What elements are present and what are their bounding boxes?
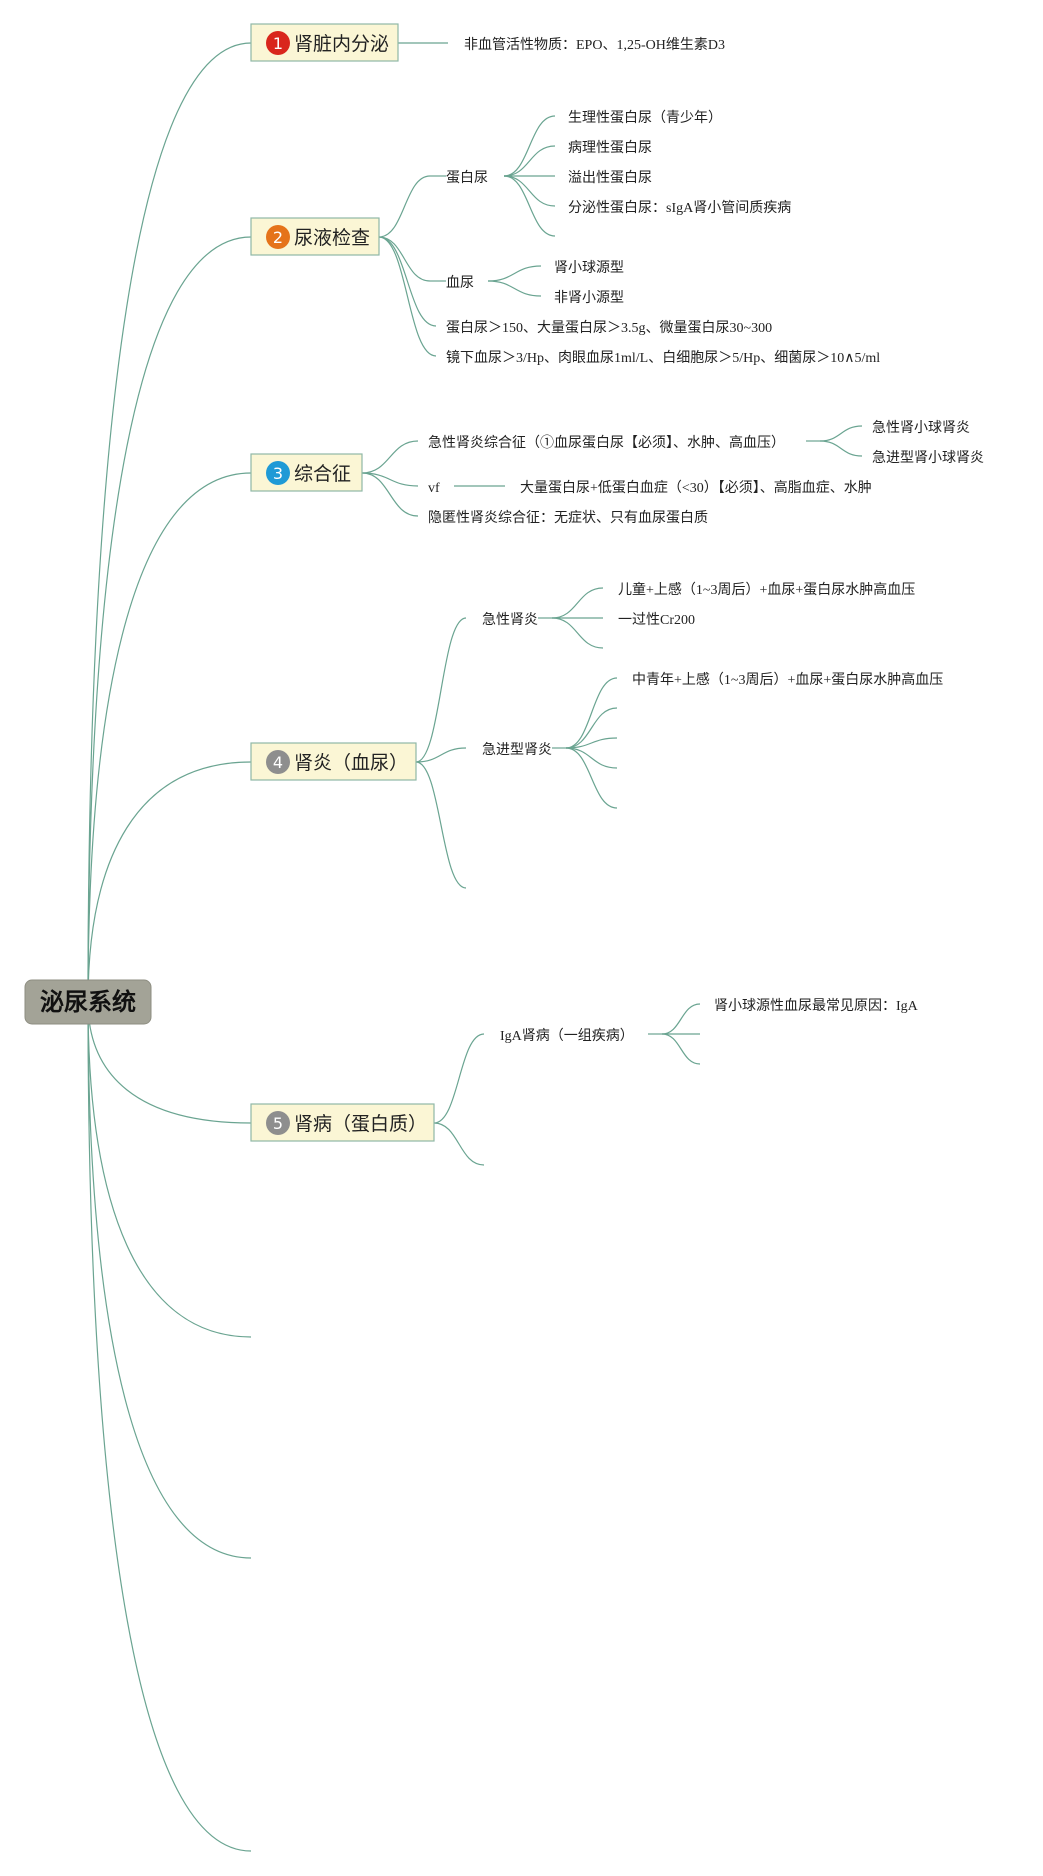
connector-line-30 [415,747,467,763]
connector-line-13 [378,236,437,327]
branch-node-4[interactable]: 4 肾炎（血尿） [250,742,417,781]
connector-line-20 [487,265,542,282]
leaf-4-2: 急进型肾炎 [482,742,552,758]
connector-line-45 [661,1003,701,1035]
number-badge-5-text: 5 [273,1114,283,1133]
connector-line-26 [819,425,863,442]
connector-line-38 [565,707,618,749]
root-node[interactable]: 泌尿系统 [24,979,152,1025]
connector-line-3 [87,761,252,1003]
connector-lines [87,42,863,1852]
number-badge-4-text: 4 [273,753,283,772]
leaf-2-1-2: 病理性蛋白尿 [568,140,652,156]
connector-line-23 [361,472,419,487]
connector-line-16 [503,145,556,177]
number-badge-3-text: 3 [273,464,283,483]
branch-node-3[interactable]: 3 综合征 [250,453,363,492]
leaf-2-1-3: 溢出性蛋白尿 [568,170,652,186]
leaf-2-2-1: 肾小球源型 [554,260,624,276]
branch-label-2: 尿液检查 [294,227,370,249]
leaf-3-2-1: 大量蛋白尿+低蛋白血症（<30）【必须】、高脂血症、水肿 [520,479,872,496]
branch-label-1: 肾脏内分泌 [294,33,389,55]
root-label: 泌尿系统 [40,988,136,1016]
connector-line-6 [87,1001,252,1559]
connector-line-47 [661,1033,701,1065]
connector-line-0 [87,42,252,1003]
connector-line-9 [378,175,431,238]
connector-line-2 [87,472,252,1003]
connector-line-7 [87,1001,252,1852]
number-badge-4 [266,750,290,774]
connector-line-42 [433,1033,485,1124]
leaf-2-4: 镜下血尿＞3/Hp、肉眼血尿1ml/L、白细胞尿＞5/Hp、细菌尿＞10∧5/m… [446,350,880,366]
leaf-5-1: IgA肾病（一组疾病） [500,1028,634,1044]
leaf-4-2-1: 中青年+上感（1~3周后）+血尿+蛋白尿水肿高血压 [632,671,943,688]
leaf-3-1-1: 急性肾小球肾炎 [872,420,970,436]
connector-line-31 [415,761,467,889]
connector-line-4 [87,1001,252,1124]
number-badge-2-text: 2 [273,228,283,247]
leaf-3-1: 急性肾炎综合征（①血尿蛋白尿【必须】、水肿、高血压） [428,434,785,451]
number-badge-5 [266,1111,290,1135]
connector-line-41 [565,747,618,809]
leaf-2-hematuria: 血尿 [446,275,474,291]
connector-line-27 [819,440,863,457]
connector-line-35 [551,617,604,649]
connector-line-40 [565,747,618,769]
leaf-2-2-2: 非肾小源型 [554,290,624,306]
connector-line-29 [415,617,467,763]
leaf-3-2: vf [428,481,440,496]
connector-line-1 [87,236,252,1003]
leaf-2-proteinuria: 蛋白尿 [446,170,488,186]
leaf-3-1-2: 急进型肾小球肾炎 [872,450,984,466]
connector-line-5 [87,1001,252,1338]
branch-node-5[interactable]: 5 肾病（蛋白质） [250,1103,435,1142]
connector-line-33 [551,587,604,619]
branch-node-2[interactable]: 2 尿液检查 [250,217,380,256]
branch-node-1[interactable]: 1 肾脏内分泌 [250,23,399,62]
leaf-4-1-2: 一过性Cr200 [618,612,695,628]
connector-line-37 [565,677,618,749]
leaf-1-1: 非血管活性物质：EPO、1,25-OH维生素D3 [464,37,725,53]
connector-line-11 [378,236,431,282]
connector-line-14 [378,236,437,357]
branch-label-5: 肾病（蛋白质） [294,1113,427,1135]
connector-line-19 [503,175,556,237]
number-badge-3 [266,461,290,485]
branch-label-3: 综合征 [294,463,351,485]
connector-line-39 [565,737,618,749]
leaf-4-1: 急性肾炎 [482,612,538,628]
leaf-2-3: 蛋白尿＞150、大量蛋白尿＞3.5g、微量蛋白尿30~300 [446,320,772,336]
leaf-2-1-4: 分泌性蛋白尿：sIgA肾小管间质疾病 [568,200,791,216]
number-badge-2 [266,225,290,249]
leaf-3-3: 隐匿性肾炎综合征：无症状、只有血尿蛋白质 [428,510,708,526]
connector-line-15 [503,115,556,177]
leaf-2-1-1: 生理性蛋白尿（青少年） [568,110,722,126]
number-badge-1 [266,31,290,55]
connector-line-24 [361,472,419,517]
branch-label-4: 肾炎（血尿） [294,752,408,774]
leaf-4-1-1: 儿童+上感（1~3周后）+血尿+蛋白尿水肿高血压 [618,581,915,598]
connector-line-22 [361,440,419,474]
connector-line-21 [487,280,542,297]
leaf-5-1-1: 肾小球源性血尿最常见原因：IgA [714,998,919,1014]
number-badge-1-text: 1 [273,34,283,53]
connector-line-18 [503,175,556,207]
connector-line-43 [433,1122,485,1166]
